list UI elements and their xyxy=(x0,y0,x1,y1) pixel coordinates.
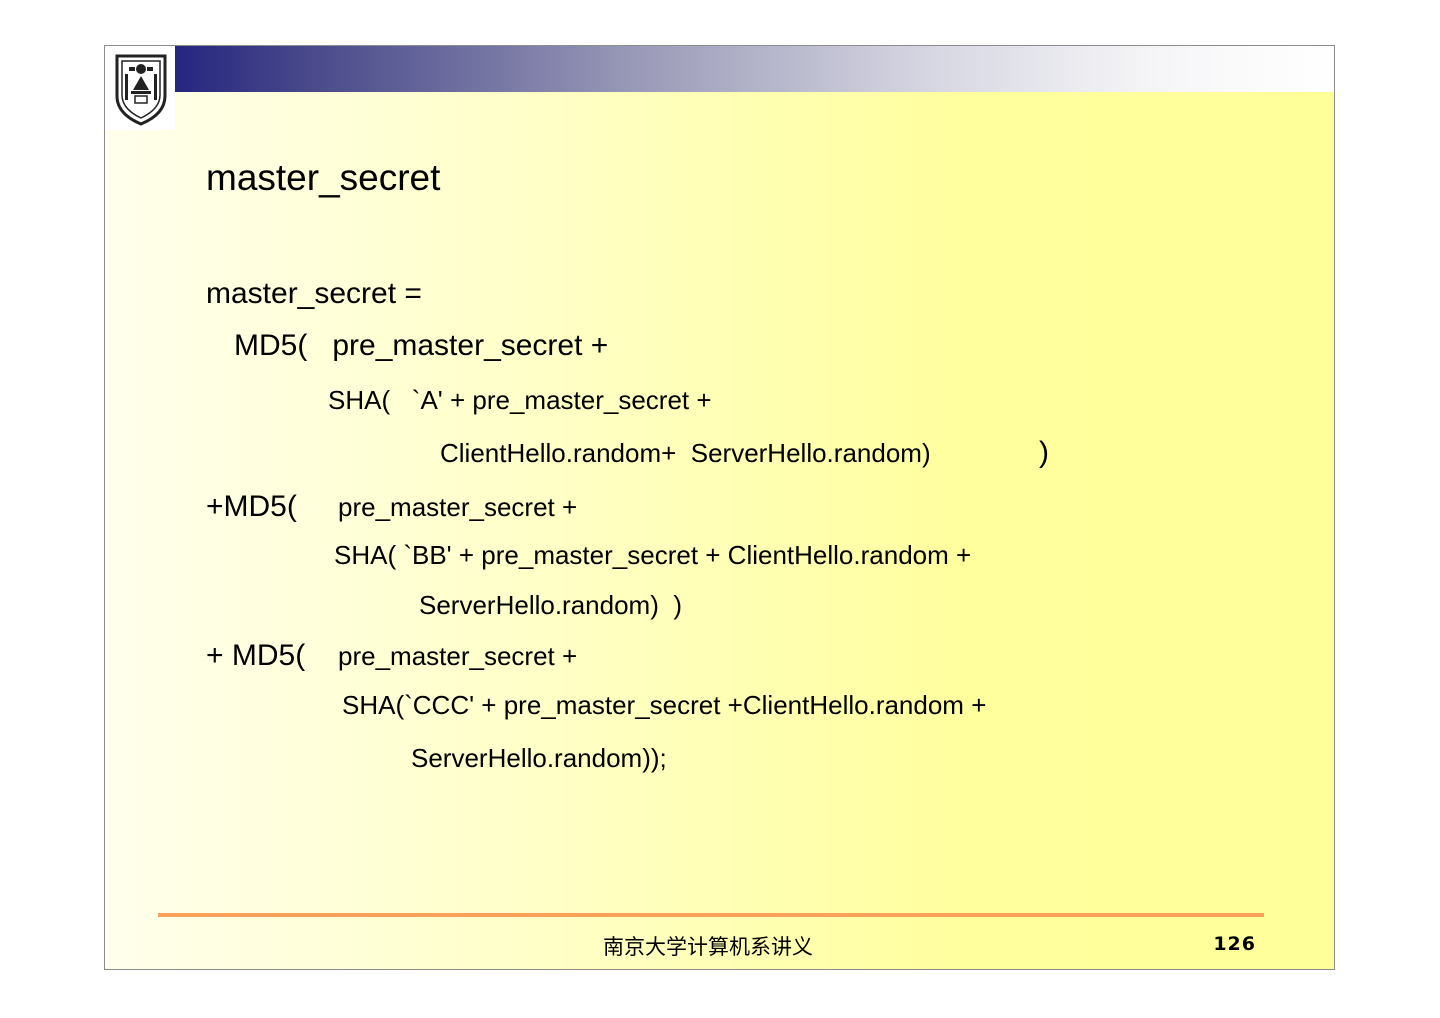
university-crest-icon xyxy=(115,54,167,126)
title-bar xyxy=(175,46,1334,92)
formula-line: pre_master_secret + xyxy=(338,492,578,522)
formula-line: SHA(`CCC' + pre_master_secret +ClientHel… xyxy=(342,690,987,720)
formula-line: ServerHello.random)); xyxy=(411,743,667,773)
formula-line: + MD5( xyxy=(206,639,306,672)
formula-line: ClientHello.random+ ServerHello.random) xyxy=(440,438,931,468)
slide-title: master_secret xyxy=(206,157,441,198)
formula-line: pre_master_secret + xyxy=(338,641,578,671)
university-logo xyxy=(105,46,175,130)
formula-line: SHA( `BB' + pre_master_secret + ClientHe… xyxy=(334,540,972,570)
formula-line: ServerHello.random) ) xyxy=(419,590,682,620)
formula-line: ) xyxy=(1039,436,1049,469)
footer-caption: 南京大学计算机系讲义 xyxy=(603,935,813,959)
footer-divider xyxy=(158,913,1264,917)
formula-line: SHA( `A' + pre_master_secret + xyxy=(328,385,712,415)
slide: master_secret master_secret = MD5( pre_m… xyxy=(104,45,1335,970)
page-number: 126 xyxy=(1213,933,1256,955)
formula-line: MD5( pre_master_secret + xyxy=(234,329,609,362)
formula-line: master_secret = xyxy=(206,277,422,310)
formula-line: +MD5( xyxy=(206,490,297,523)
